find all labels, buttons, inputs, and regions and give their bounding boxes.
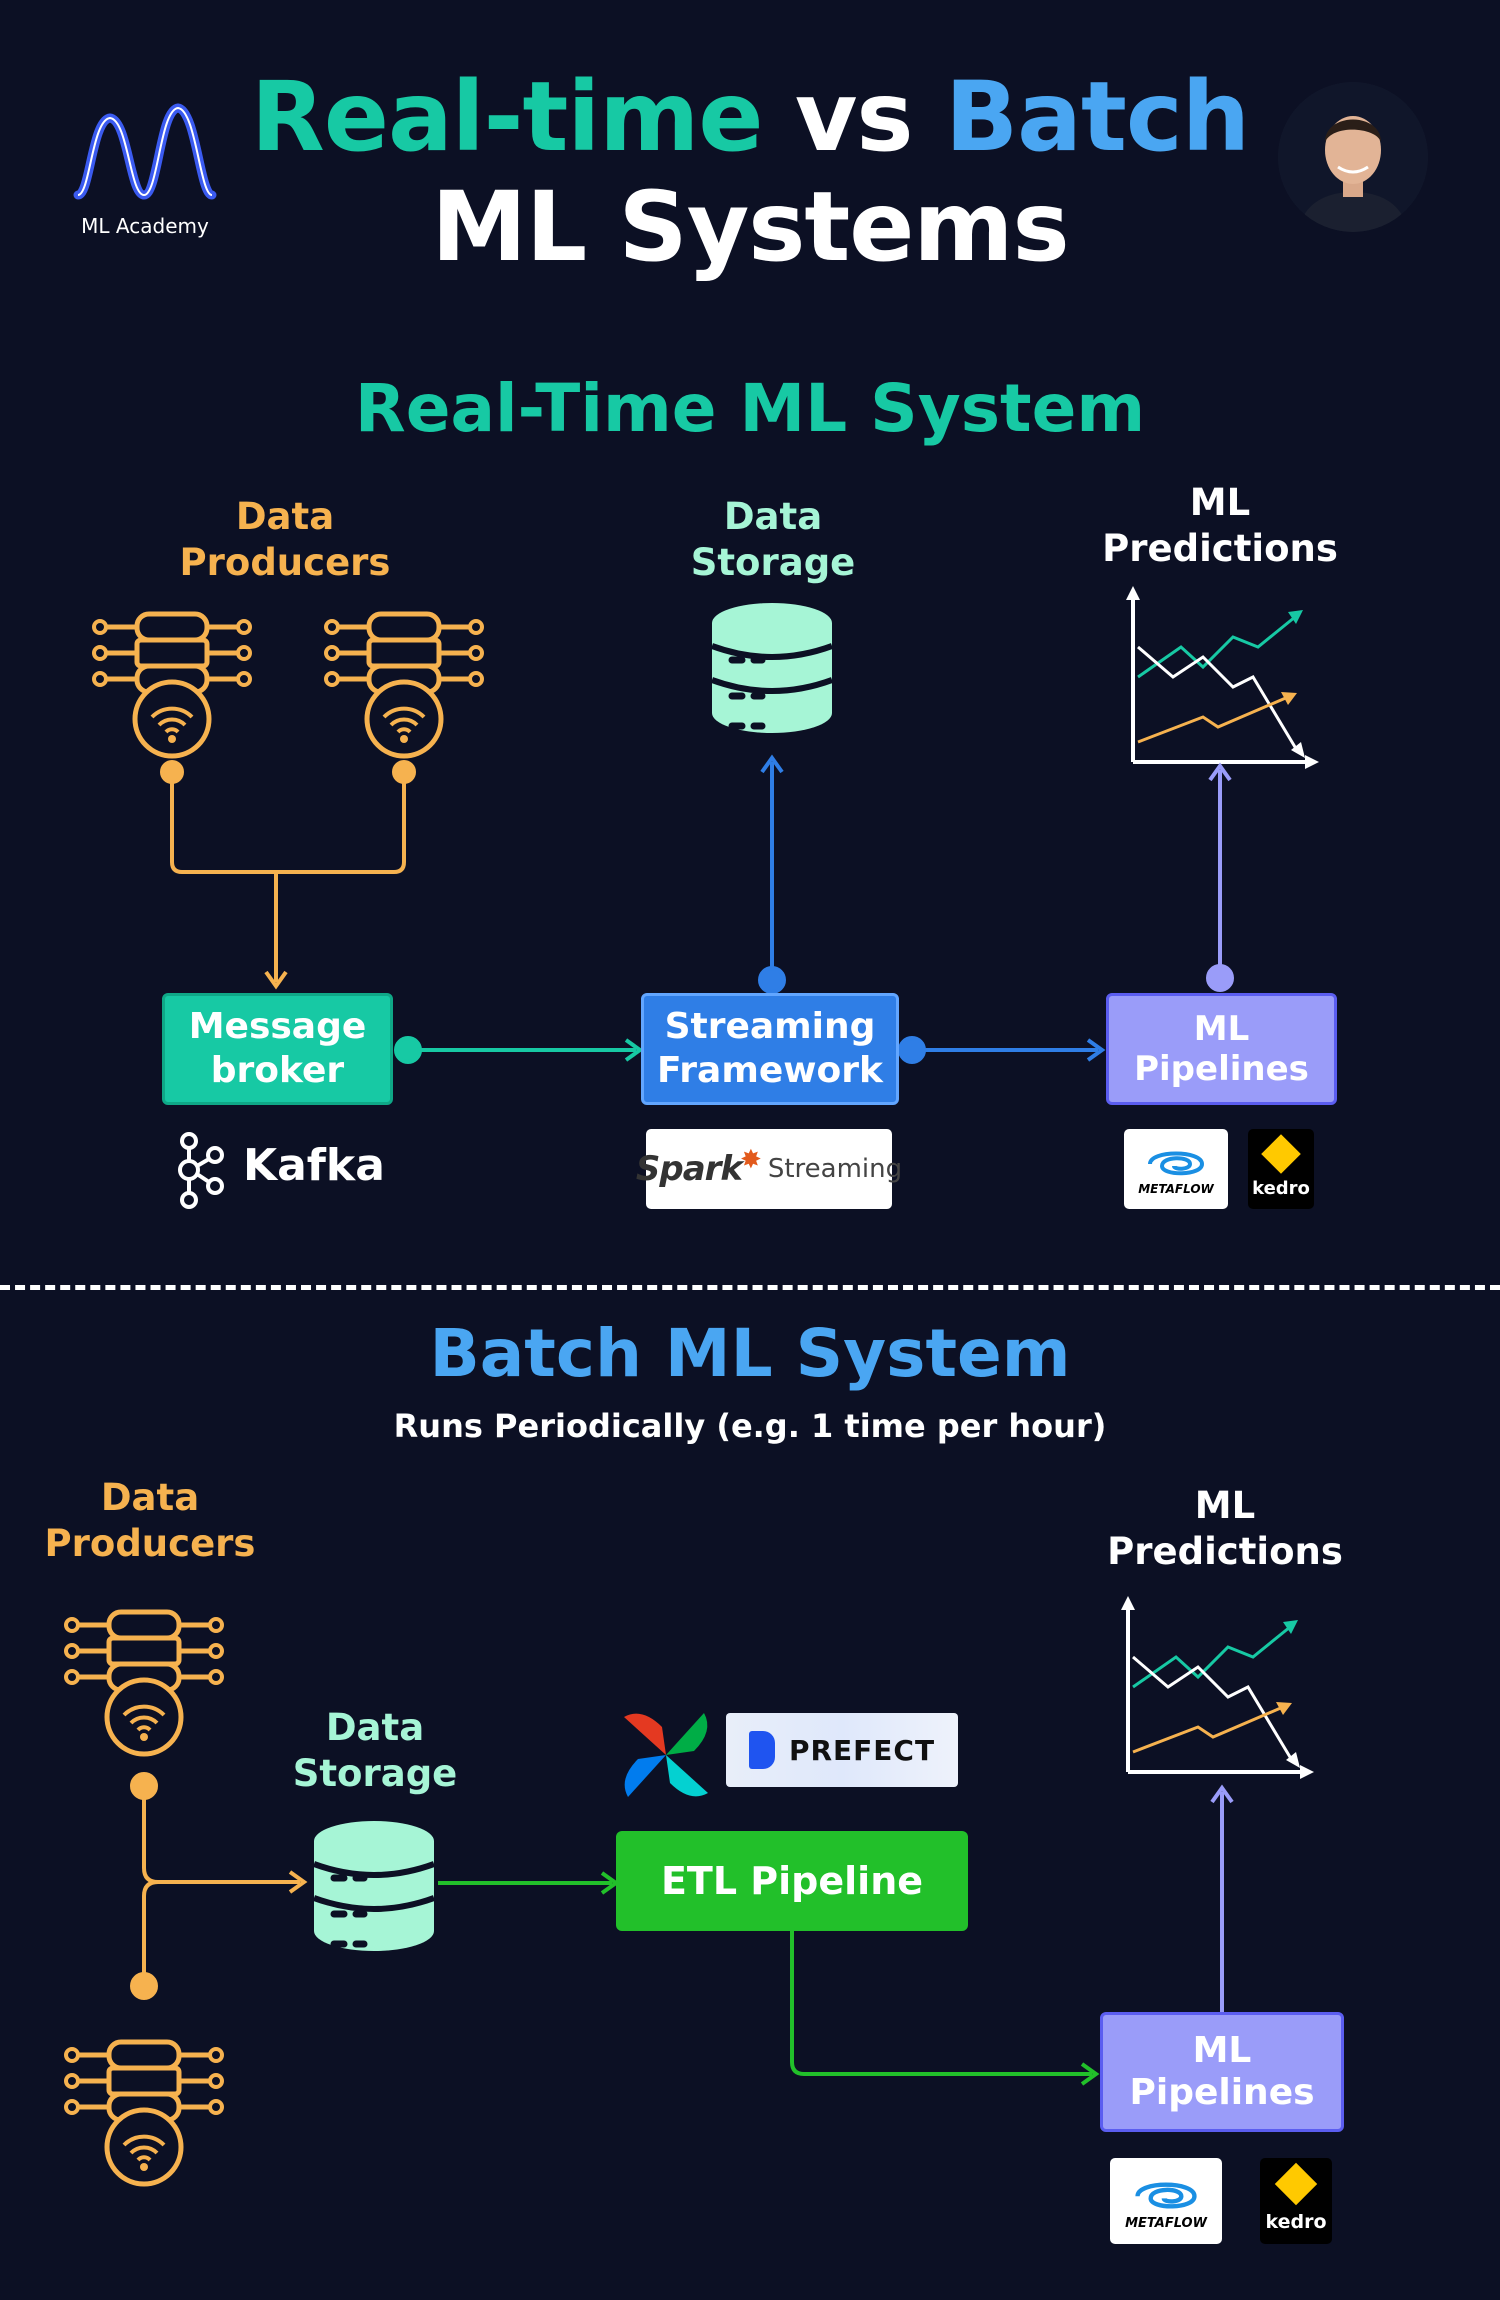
realtime-diagram xyxy=(0,584,1321,1209)
rt-producer-icon-1 xyxy=(94,614,250,756)
rt-pipelines-to-predictions-arrow xyxy=(1206,762,1234,992)
batch-metaflow-logo: METAFLOW xyxy=(1110,2158,1222,2244)
section-divider xyxy=(0,1285,1500,1290)
etl-pipeline-box[interactable]: ETL Pipeline xyxy=(616,1831,968,1931)
title-realtime: Real-time xyxy=(250,61,763,173)
batch-predictions-label: ML Predictions xyxy=(1107,1484,1343,1573)
batch-ml-pipelines-box[interactable]: ML Pipelines xyxy=(1100,2012,1344,2132)
message-broker-box[interactable]: Message broker xyxy=(162,993,393,1105)
batch-kedro-diamond-icon xyxy=(1274,2162,1318,2206)
page-title-line2: ML Systems xyxy=(431,171,1069,283)
spark-wordmark: Spark xyxy=(635,1149,743,1189)
batch-producer-connector xyxy=(130,1772,308,2000)
batch-predictions-chart-icon xyxy=(1119,1594,1316,1781)
rt-broker-to-streaming-arrow xyxy=(394,1036,644,1064)
title-vs: vs xyxy=(794,61,914,173)
prefect-mark-icon xyxy=(748,1731,775,1769)
batch-producer-icon-1 xyxy=(66,1612,222,1754)
wave-logo-icon xyxy=(73,103,217,200)
rt-metaflow-logo: METAFLOW xyxy=(1124,1129,1228,1209)
spark-streaming-text: Streaming xyxy=(767,1154,903,1184)
author-avatar xyxy=(1278,82,1428,232)
rt-streaming-to-storage-arrow xyxy=(758,754,786,994)
batch-producers-label: Data Producers xyxy=(44,1476,256,1565)
airflow-pinwheel-icon xyxy=(624,1713,708,1797)
rt-predictions-label: ML Predictions xyxy=(1102,481,1338,570)
prefect-text: PREFECT xyxy=(788,1733,936,1767)
batch-producer-icon-2 xyxy=(66,2042,222,2184)
batch-section-title: Batch ML System xyxy=(429,1315,1071,1392)
batch-kedro-logo: kedro xyxy=(1260,2158,1332,2244)
rt-producer-icon-2 xyxy=(326,614,482,756)
title-batch: Batch xyxy=(944,61,1250,173)
rt-producer-connector xyxy=(160,760,416,990)
rt-metaflow-text: METAFLOW xyxy=(1138,1182,1214,1196)
rt-storage-label: Data Storage xyxy=(690,495,856,584)
rt-producers-label: Data Producers xyxy=(179,495,391,584)
prefect-logo: PREFECT xyxy=(726,1713,958,1787)
person-photo-icon xyxy=(1278,82,1428,232)
batch-metaflow-text: METAFLOW xyxy=(1125,2215,1207,2231)
spark-star-icon: ✸ xyxy=(740,1145,762,1175)
rt-ml-pipelines-label: ML Pipelines xyxy=(1134,1009,1309,1089)
rt-kedro-text: kedro xyxy=(1252,1177,1310,1199)
rt-predictions-chart-icon xyxy=(1124,584,1321,771)
batch-storage-to-etl-arrow xyxy=(438,1871,620,1895)
streaming-framework-box[interactable]: Streaming Framework xyxy=(641,993,899,1105)
batch-pipelines-to-predictions-arrow xyxy=(1210,1784,1234,2012)
brand-name: ML Academy xyxy=(81,214,209,238)
rt-ml-pipelines-box[interactable]: ML Pipelines xyxy=(1106,993,1337,1105)
batch-kedro-text: kedro xyxy=(1265,2211,1327,2233)
etl-pipeline-label: ETL Pipeline xyxy=(660,1859,924,1903)
brand-logo: ML Academy xyxy=(70,100,220,240)
kafka-label: Kafka xyxy=(243,1140,385,1191)
rt-streaming-to-pipelines-arrow xyxy=(898,1036,1106,1064)
batch-ml-pipelines-label: ML Pipelines xyxy=(1129,2030,1315,2113)
rt-storage-icon xyxy=(712,603,832,733)
batch-subtitle: Runs Periodically (e.g. 1 time per hour) xyxy=(393,1407,1107,1445)
streaming-framework-label: Streaming Framework xyxy=(657,1006,883,1091)
batch-etl-to-pipelines-arrow xyxy=(790,1930,1100,2086)
rt-kedro-logo: kedro xyxy=(1248,1129,1314,1209)
page-title-line1: Real-time vs Batch xyxy=(0,62,1500,172)
metaflow-icon xyxy=(1148,1151,1205,1176)
realtime-section-title: Real-Time ML System xyxy=(354,370,1146,447)
spark-streaming-logo: Spark ✸ Streaming xyxy=(636,1129,902,1209)
kafka-icon xyxy=(178,1132,224,1209)
batch-metaflow-icon xyxy=(1135,2182,1197,2208)
batch-storage-icon xyxy=(314,1821,434,1951)
message-broker-label: Message broker xyxy=(188,1006,367,1091)
kedro-diamond-icon xyxy=(1261,1133,1301,1174)
batch-storage-label: Data Storage xyxy=(292,1706,458,1795)
batch-diagram xyxy=(0,1594,1316,2300)
